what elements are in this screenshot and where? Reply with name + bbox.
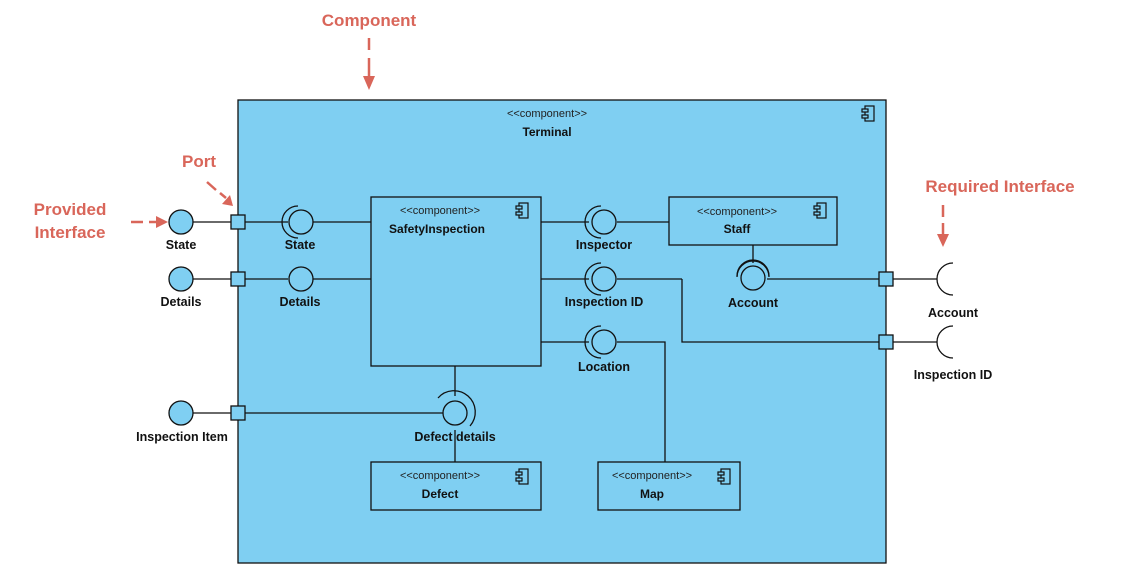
- port-inspection-id[interactable]: [878, 334, 894, 350]
- assembly-inspector[interactable]: [584, 205, 617, 239]
- port-account[interactable]: [878, 271, 894, 287]
- map-name: Map: [640, 487, 664, 501]
- required-interface-inspection-id-socket[interactable]: [936, 325, 954, 359]
- provided-interface-state-ball[interactable]: [168, 209, 194, 235]
- map-stereotype: <<component>>: [612, 470, 692, 482]
- terminal-stereotype: <<component>>: [507, 108, 587, 120]
- assembly-defect-details[interactable]: [437, 390, 476, 427]
- staff-stereotype: <<component>>: [697, 206, 777, 218]
- port-state[interactable]: [230, 214, 246, 230]
- assembly-state[interactable]: [281, 205, 314, 239]
- port-inspection-item[interactable]: [230, 405, 246, 421]
- provided-interface-details-label: Details: [161, 295, 202, 309]
- assembly-account-label: Account: [728, 296, 779, 310]
- connector-lines: [193, 221, 937, 462]
- map-component[interactable]: <<component>> Map: [597, 461, 741, 511]
- annotation-provided-arrow: [131, 216, 168, 228]
- annotation-required-arrow: [937, 205, 949, 247]
- staff-component[interactable]: <<component>> Staff: [668, 196, 838, 246]
- staff-name: Staff: [724, 222, 752, 236]
- defect-component[interactable]: <<component>> Defect: [370, 461, 542, 511]
- assembly-inspector-label: Inspector: [576, 238, 632, 252]
- assembly-location[interactable]: [584, 325, 617, 359]
- required-interface-inspection-id-label: Inspection ID: [914, 368, 992, 382]
- safety-inspection-stereotype: <<component>>: [400, 205, 480, 217]
- annotation-port-arrow: [206, 181, 233, 206]
- assembly-defect-details-label: Defect details: [414, 430, 495, 444]
- assembly-inspection-id-label: Inspection ID: [565, 295, 643, 309]
- provided-interface-details-ball[interactable]: [168, 266, 194, 292]
- port-details[interactable]: [230, 271, 246, 287]
- terminal-component[interactable]: [237, 99, 887, 564]
- assembly-inspection-id[interactable]: [584, 262, 617, 296]
- defect-stereotype: <<component>>: [400, 470, 480, 482]
- provided-interface-state-label: State: [166, 238, 197, 252]
- provided-interface-details-inner-ball[interactable]: [288, 266, 314, 292]
- assembly-account[interactable]: [736, 259, 770, 291]
- terminal-name: Terminal: [522, 125, 571, 139]
- defect-name: Defect: [422, 487, 459, 501]
- assembly-state-label: State: [285, 238, 316, 252]
- provided-interface-inspection-item-ball[interactable]: [168, 400, 194, 426]
- assembly-location-label: Location: [578, 360, 630, 374]
- annotation-required-interface: Required Interface: [925, 177, 1074, 196]
- required-interface-account-socket[interactable]: [936, 262, 954, 296]
- provided-interface-inspection-item-label: Inspection Item: [136, 430, 228, 444]
- provided-interface-details-inner-label: Details: [280, 295, 321, 309]
- annotation-provided-interface-line2: Interface: [35, 223, 106, 242]
- annotation-component-arrow: [363, 38, 375, 90]
- safety-inspection-component[interactable]: <<component>> SafetyInspection: [370, 196, 542, 367]
- annotation-provided-interface-line1: Provided: [34, 200, 107, 219]
- safety-inspection-name: SafetyInspection: [389, 222, 485, 236]
- annotation-port: Port: [182, 152, 216, 171]
- required-interface-account-label: Account: [928, 306, 979, 320]
- annotation-component: Component: [322, 11, 417, 30]
